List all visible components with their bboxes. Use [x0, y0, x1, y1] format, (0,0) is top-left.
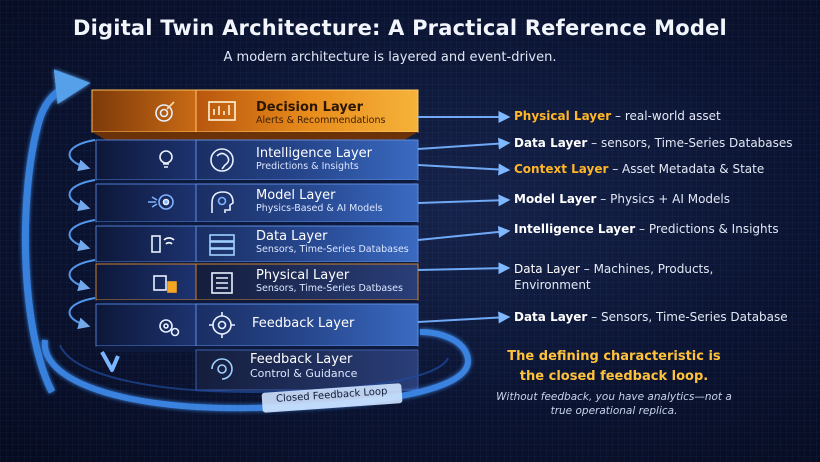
inter-layer-arrow: [68, 179, 96, 212]
inter-layer-arrow: [68, 139, 96, 172]
callout-sep: –: [587, 310, 601, 324]
layer-subtitle: Alerts & Recommendations: [256, 115, 386, 126]
callout-arrow: [417, 194, 511, 207]
layer-subtitle: Control & Guidance: [250, 367, 358, 380]
inter-layer-arrows: [68, 139, 96, 330]
callout-item: Physical Layer – real-world asset: [514, 109, 721, 123]
inter-layer-arrow: [68, 297, 96, 330]
callout-arrow: [417, 225, 511, 241]
characteristic-line-2: the closed feedback loop.: [519, 369, 709, 384]
layer-title: Decision Layer: [256, 100, 364, 115]
dashboard-icon: [208, 101, 236, 121]
callout-value: Sensors, Time-Series Database: [600, 310, 788, 324]
layer-feedback-text: Feedback Layer: [252, 316, 354, 331]
characteristic-line-1: The defining characteristic is: [507, 349, 721, 364]
panel-icons: [208, 101, 236, 380]
callout-value: real-world asset: [624, 109, 721, 123]
lightbulb-icon: [159, 150, 173, 168]
callout-key: Data Layer: [514, 262, 580, 276]
callout-value: Physics + AI Models: [610, 192, 731, 206]
network-icon: [148, 194, 174, 210]
callout-key: Context Layer: [514, 162, 609, 176]
callout-arrow: [417, 311, 511, 324]
callout-item: Data Layer – Machines, Products, Environ…: [514, 261, 713, 293]
layer-title: Physical Layer: [256, 268, 350, 283]
layer-subtitle: Sensors, Time-Series Databases: [256, 244, 409, 255]
layer-intelligence-text: Intelligence Layer Predictions & Insight…: [256, 146, 372, 172]
callout-arrow: [417, 262, 511, 275]
callout-item: Model Layer – Physics + AI Models: [514, 192, 730, 206]
layer-feedback-control-text: Feedback Layer Control & Guidance: [250, 352, 357, 380]
callout-item: Context Layer – Asset Metadata & State: [514, 162, 764, 176]
callout-key: Data Layer: [514, 310, 588, 324]
page-title: Digital Twin Architecture: A Practical R…: [73, 16, 727, 40]
callout-value: Machines, Products,: [593, 262, 714, 276]
gears-icon: [209, 312, 235, 338]
callout-item: Data Layer – Sensors, Time-Series Databa…: [514, 310, 788, 324]
callout-sep: –: [596, 192, 611, 206]
callout-key: Data Layer: [514, 136, 588, 150]
note-line-1: Without feedback, you have analytics—not…: [496, 391, 732, 403]
layer-subtitle: Physics-Based & AI Models: [256, 203, 383, 214]
callout-arrow: [417, 137, 511, 150]
closed-loop-ring-inner: [59, 344, 449, 394]
inter-layer-arrow: [68, 219, 96, 252]
wifi-server-icon: [151, 235, 175, 253]
database-icon: [209, 234, 235, 256]
layer-title: Feedback Layer: [250, 352, 353, 367]
layer-subtitle: Predictions & Insights: [256, 161, 359, 172]
callout-key: Intelligence Layer: [514, 222, 636, 236]
callout-value-continued: Environment: [514, 278, 591, 292]
layer-decision-text: Decision Layer Alerts & Recommendations: [256, 100, 385, 126]
layer-title: Feedback Layer: [252, 316, 355, 331]
layer-decision: [91, 89, 419, 140]
layer-data: [95, 225, 419, 268]
loop-arrow-vertical: [21, 69, 91, 394]
device-icon: [153, 275, 177, 293]
brain-icon: [210, 148, 234, 172]
page-subtitle: A modern architecture is layered and eve…: [223, 50, 557, 65]
callout-sep: –: [579, 262, 594, 276]
layer-title: Intelligence Layer: [256, 146, 373, 161]
callout-item: Intelligence Layer – Predictions & Insig…: [514, 222, 779, 236]
layer-subtitle: Sensors, Time-Series Datbases: [256, 283, 403, 294]
callout-value: Asset Metadata & State: [622, 162, 765, 176]
layer-title: Model Layer: [256, 188, 336, 203]
callout-value: Predictions & Insights: [648, 222, 779, 236]
loop-label-box: [261, 383, 403, 413]
callout-sep: –: [611, 109, 625, 123]
target-icon: [155, 101, 175, 122]
cycle-icon: [211, 358, 233, 380]
loop-arrow-tip: [100, 351, 120, 372]
callout-sep: –: [635, 222, 649, 236]
machine-icon: [211, 272, 233, 294]
layer-physical-text: Physical Layer Sensors, Time-Series Datb…: [256, 268, 403, 294]
callout-arrows: [417, 111, 511, 324]
callout-key: Physical Layer: [514, 109, 612, 123]
head-gear-icon: [211, 191, 234, 213]
note-line-2: true operational replica.: [550, 405, 678, 417]
callout-key: Model Layer: [514, 192, 597, 206]
callout-value: sensors, Time-Series Databases: [600, 136, 793, 150]
callout-item: Data Layer – sensors, Time-Series Databa…: [514, 136, 793, 150]
layer-title: Data Layer: [256, 229, 328, 244]
layer-data-text: Data Layer Sensors, Time-Series Database…: [256, 229, 409, 255]
left-icons: [148, 101, 180, 337]
callout-sep: –: [587, 136, 601, 150]
small-gears-icon: [159, 319, 180, 337]
inter-layer-arrow: [68, 259, 96, 292]
callout-sep: –: [608, 162, 623, 176]
layer-model-text: Model Layer Physics-Based & AI Models: [256, 188, 383, 214]
callout-arrow: [417, 163, 511, 176]
